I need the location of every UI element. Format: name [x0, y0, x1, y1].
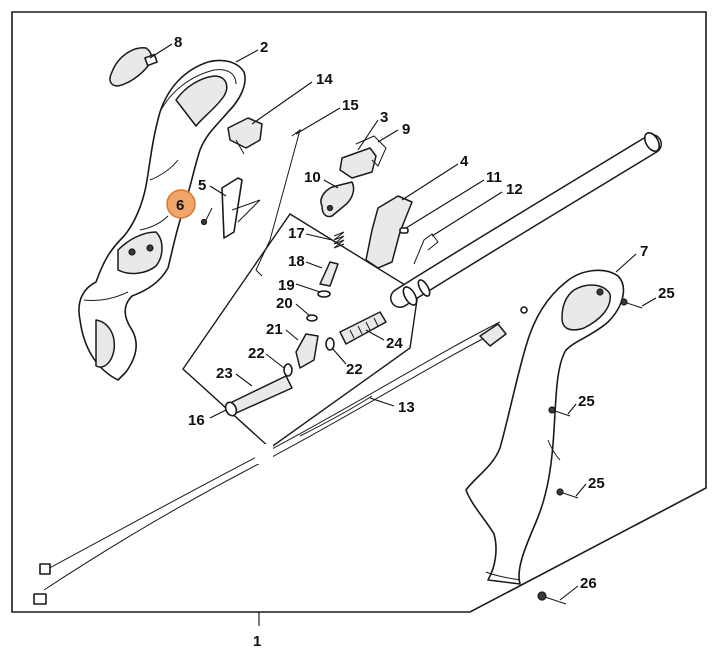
label-part-20: 20	[276, 295, 293, 312]
part-18-valve-stem	[319, 261, 339, 287]
part-25-screw-c	[556, 488, 579, 499]
leader-lines	[149, 43, 657, 601]
part-3-lever	[339, 147, 377, 179]
label-part-17: 17	[288, 225, 305, 242]
right-housing-shell	[465, 269, 625, 585]
part-15-rod	[255, 128, 301, 277]
label-assembly-1: 1	[253, 633, 261, 650]
label-part-22b: 22	[346, 361, 363, 378]
highlight-part-6	[166, 189, 196, 219]
part-9-spring	[355, 135, 387, 167]
part-6-screw	[200, 207, 213, 226]
label-part-7: 7	[640, 243, 648, 260]
label-part-25b: 25	[578, 393, 595, 410]
label-part-15: 15	[342, 97, 359, 114]
part-13-cable	[33, 306, 528, 605]
part-labels: 8 2 14 15 3 9 4 10 11 5 12 6 17 7 18 19 …	[174, 34, 675, 592]
part-4-trigger	[365, 195, 413, 269]
part-17-spring	[333, 231, 345, 249]
label-part-25c: 25	[588, 475, 605, 492]
part-14-clip	[227, 117, 263, 155]
part-8-lock	[109, 47, 158, 87]
label-part-8: 8	[174, 34, 182, 51]
part-26-screw	[537, 591, 567, 605]
label-part-9: 9	[402, 121, 410, 138]
label-part-2: 2	[260, 39, 268, 56]
part-12-spring	[413, 233, 439, 265]
label-part-6: 6	[176, 197, 184, 214]
left-housing-shell	[78, 59, 246, 381]
label-part-13: 13	[398, 399, 415, 416]
label-part-10: 10	[304, 169, 321, 186]
label-part-21: 21	[266, 321, 283, 338]
part-21-body	[295, 333, 319, 369]
part-10-link	[320, 181, 355, 218]
label-part-16: 16	[188, 412, 205, 429]
label-part-23: 23	[216, 365, 233, 382]
assembly-frame	[11, 11, 707, 613]
part-25-screw-b	[548, 406, 571, 417]
part-11-pin	[399, 227, 409, 234]
label-part-3: 3	[380, 109, 388, 126]
label-part-25a: 25	[658, 285, 675, 302]
label-part-12: 12	[506, 181, 523, 198]
label-part-24: 24	[386, 335, 403, 352]
label-part-4: 4	[460, 153, 469, 170]
part-20-oring	[306, 314, 318, 322]
part-24-nozzle	[339, 311, 387, 345]
label-part-11: 11	[486, 169, 502, 186]
part-5-slider	[221, 177, 261, 239]
label-part-14: 14	[316, 71, 333, 88]
label-part-18: 18	[288, 253, 305, 270]
label-part-5: 5	[198, 177, 206, 194]
part-19-oring	[317, 290, 331, 298]
label-part-22a: 22	[248, 345, 265, 362]
label-part-26: 26	[580, 575, 597, 592]
label-part-19: 19	[278, 277, 295, 294]
subassembly-frame	[182, 213, 419, 449]
hose	[390, 132, 662, 308]
part-23-16-tube	[224, 375, 293, 417]
part-22-orings	[283, 337, 335, 377]
part-25-screw-a	[620, 298, 643, 309]
